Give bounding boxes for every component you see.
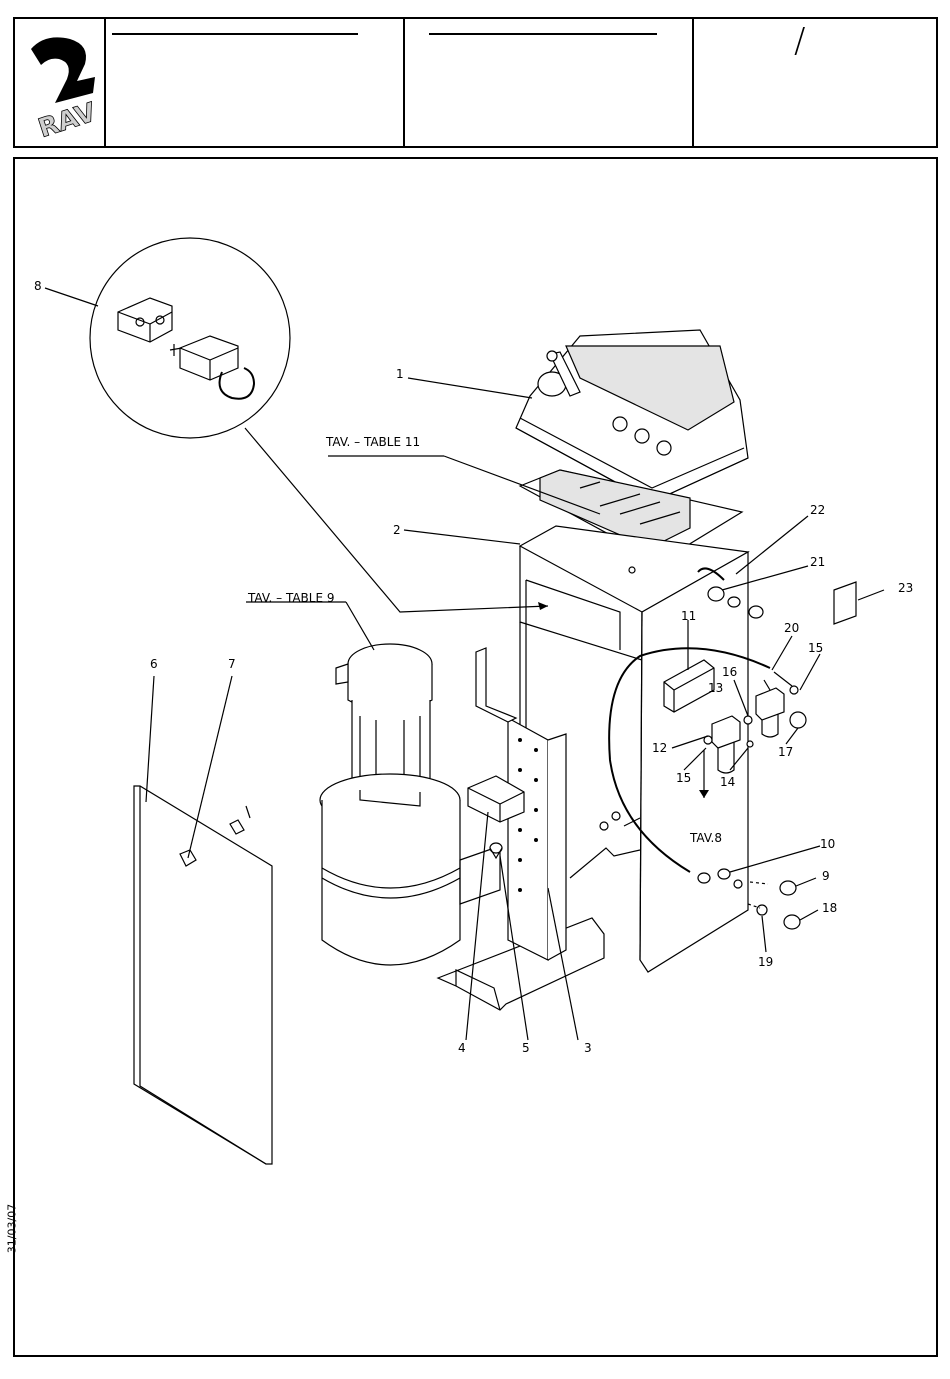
- callout-9: 9: [822, 869, 830, 883]
- callout-13: 13: [708, 681, 723, 695]
- callout-6: 6: [150, 657, 158, 671]
- callout-10: 10: [820, 837, 835, 851]
- callout-4: 4: [458, 1041, 466, 1055]
- callout-16: 16: [722, 665, 737, 679]
- callout-2: 2: [393, 523, 401, 537]
- callout-18: 18: [822, 901, 837, 915]
- ref-table-11: TAV. – TABLE 11: [325, 435, 420, 449]
- callout-5: 5: [522, 1041, 530, 1055]
- callout-8: 8: [34, 279, 42, 293]
- callout-20: 20: [784, 621, 799, 635]
- callout-15a: 15: [808, 641, 823, 655]
- callout-15b: 15: [676, 771, 691, 785]
- callout-12: 12: [652, 741, 667, 755]
- callout-23: 23: [898, 581, 913, 595]
- callout-7: 7: [228, 657, 236, 671]
- callout-22: 22: [810, 503, 825, 517]
- callout-19: 19: [758, 955, 773, 969]
- callout-1: 1: [396, 367, 404, 381]
- callout-11: 11: [681, 609, 696, 623]
- ref-table-9: TAV. – TABLE 9: [247, 591, 335, 605]
- callout-21: 21: [810, 555, 825, 569]
- callout-3: 3: [584, 1041, 592, 1055]
- base-frame: [438, 648, 604, 1010]
- callout-14: 14: [720, 775, 735, 789]
- callout-17: 17: [778, 745, 793, 759]
- motor-pump-unit: [320, 644, 460, 965]
- detail-circle: [90, 238, 290, 438]
- ref-tav-8: TAV.8: [689, 831, 722, 845]
- side-panel: [134, 786, 272, 1164]
